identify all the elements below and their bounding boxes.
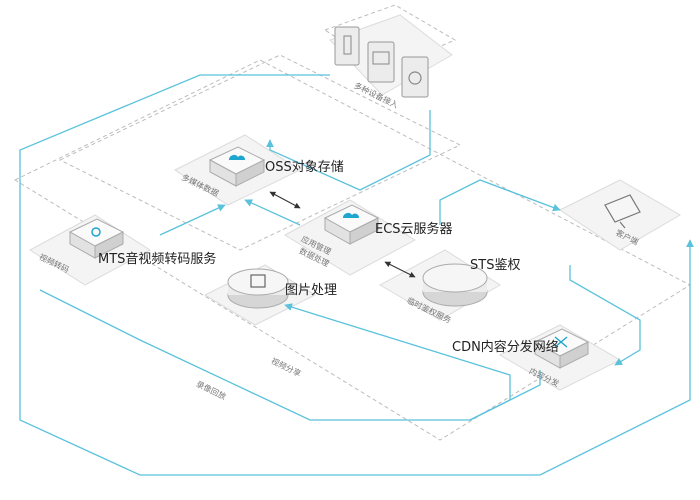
ecs-sts-arrow [384, 261, 416, 278]
sync-arrows [269, 191, 416, 278]
network-icon [554, 336, 568, 348]
inner-platform [58, 54, 462, 251]
img-label: 图片处理 [285, 283, 338, 298]
ecs-label: ECS云服务器 [375, 222, 453, 237]
cdn-cube [533, 328, 590, 369]
devices-platform [323, 4, 457, 71]
cloud-icon [229, 154, 246, 160]
flow-devices-to-oss [266, 110, 431, 191]
monitor-icon [367, 41, 395, 83]
sts-disc [422, 263, 488, 307]
flow-share-bottom [39, 289, 541, 421]
phone-icon [334, 26, 360, 66]
flow-share [284, 303, 511, 421]
flow-lines [19, 74, 694, 476]
sts-label: STS鉴权 [470, 258, 521, 273]
cloud-icon [343, 212, 360, 218]
flow-playback [19, 239, 694, 476]
device-icons [334, 26, 429, 98]
oss-cube [208, 146, 266, 187]
flow-img-oss [244, 199, 301, 226]
img-disc [227, 268, 289, 309]
mts-label: MTS音视频转码服务 [98, 252, 217, 267]
flow-mts-oss [159, 204, 226, 236]
gear-icon [91, 227, 101, 237]
mts-cube [68, 218, 125, 259]
cdn-label: CDN内容分发网络 [452, 340, 559, 355]
flow-client-cdn [569, 265, 641, 366]
image-icon [250, 274, 266, 288]
flow-outer-top [19, 74, 330, 270]
flow-ecs-down [439, 179, 561, 225]
ecs-cube [323, 204, 380, 245]
oss-label: OSS对象存储 [265, 160, 344, 175]
oss-ecs-arrow [269, 191, 301, 209]
client-monitor [604, 194, 641, 229]
camera-icon [401, 56, 429, 98]
